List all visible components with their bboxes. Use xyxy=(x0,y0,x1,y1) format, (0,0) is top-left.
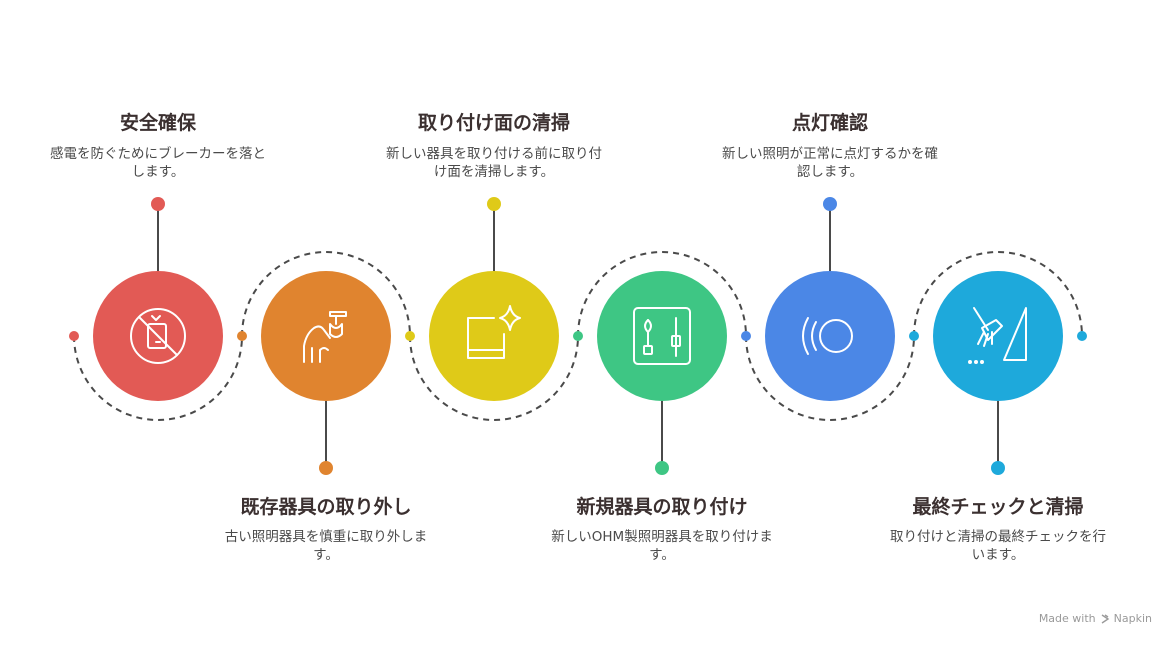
stem-dot-2 xyxy=(319,461,333,475)
step-circle-4 xyxy=(597,271,727,401)
light-waves-icon xyxy=(802,317,853,355)
step-title-4: 新規器具の取り付け xyxy=(576,496,748,518)
step-title-3: 取り付け面の清掃 xyxy=(417,112,570,134)
connector-arc-3 xyxy=(409,335,579,421)
step-circles xyxy=(69,197,1087,475)
step-title-6: 最終チェックと清掃 xyxy=(912,496,1084,518)
junction-dot-2 xyxy=(237,331,247,341)
junction-dot-4 xyxy=(573,331,583,341)
made-with-napkin: Made with Napkin xyxy=(1039,612,1152,625)
connector-stems xyxy=(157,204,999,468)
junction-dot-1 xyxy=(69,331,79,341)
stem-dot-6 xyxy=(991,461,1005,475)
napkin-brand: Napkin xyxy=(1113,612,1152,625)
step-circle-3 xyxy=(429,271,559,401)
step-description-1: 感電を防ぐためにブレーカーを落とします。 xyxy=(50,146,266,180)
connector-arc-5 xyxy=(745,335,915,421)
step-description-2: 古い照明器具を慎重に取り外します。 xyxy=(224,529,428,563)
step-description-5: 新しい照明が正常に点灯するかを確認します。 xyxy=(722,146,938,180)
step-title-2: 既存器具の取り外し xyxy=(240,496,412,518)
stem-dot-5 xyxy=(823,197,837,211)
step-circle-6 xyxy=(933,271,1063,401)
junction-dot-6 xyxy=(909,331,919,341)
junction-dot-end xyxy=(1077,331,1087,341)
step-circle-2 xyxy=(261,271,391,401)
step-description-4: 新しいOHM製照明器具を取り付けます。 xyxy=(551,529,773,563)
connector-arc-2 xyxy=(241,251,411,337)
connector-arc-6 xyxy=(913,251,1083,337)
connector-arc-4 xyxy=(577,251,747,337)
step-title-1: 安全確保 xyxy=(119,112,196,134)
stem-dot-1 xyxy=(151,197,165,211)
step-circle-5 xyxy=(765,271,895,401)
no-phone-icon xyxy=(130,308,186,364)
step-title-5: 点灯確認 xyxy=(791,112,868,134)
step-description-3: 新しい器具を取り付ける前に取り付け面を清掃します。 xyxy=(386,146,602,180)
connector-arc-1 xyxy=(73,335,243,421)
step-description-6: 取り付けと清掃の最終チェックを行います。 xyxy=(890,529,1106,563)
junction-dot-5 xyxy=(741,331,751,341)
napkin-logo-icon xyxy=(1101,613,1109,624)
connecting-arcs xyxy=(73,251,1083,421)
tools-panel-icon xyxy=(633,307,691,365)
made-with-label: Made with xyxy=(1038,612,1096,625)
stem-dot-4 xyxy=(655,461,669,475)
stem-dot-3 xyxy=(487,197,501,211)
ceiling-fixture-hand-icon xyxy=(303,311,347,363)
sparkle-surface-icon xyxy=(467,305,521,359)
broom-icon xyxy=(968,307,1027,364)
junction-dot-3 xyxy=(405,331,415,341)
